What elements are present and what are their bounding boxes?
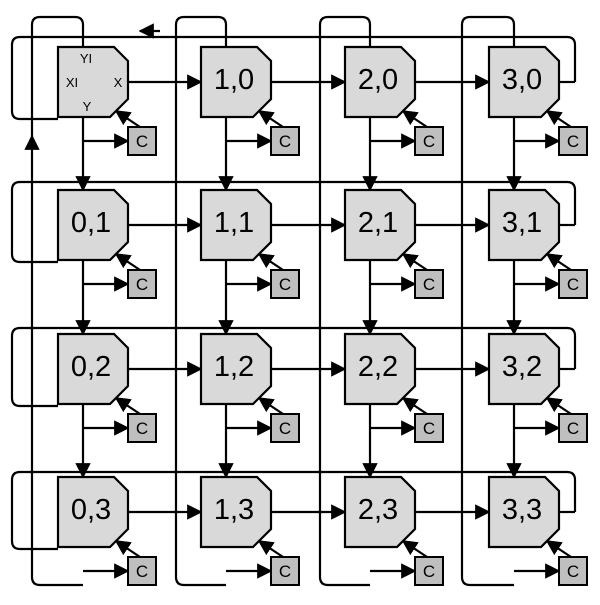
config-box-1-2 <box>270 413 300 443</box>
column-wrap-wire-3 <box>460 15 516 587</box>
c-config-2-2 <box>401 397 428 415</box>
config-box-2-2 <box>414 413 444 443</box>
config-box-3-3 <box>558 556 588 586</box>
port-label-y: Y <box>83 99 92 114</box>
row-wrap-wire-0 <box>10 35 577 121</box>
config-label-3-2: C <box>567 419 579 438</box>
pe-block-0-2 <box>56 332 130 406</box>
pe-label-0-1: 0,1 <box>71 207 111 239</box>
c-config-1-2 <box>257 397 284 415</box>
config-box-0-1 <box>127 269 157 299</box>
c-config-2-0 <box>401 110 428 128</box>
column-wrap-wire-2 <box>318 15 372 587</box>
config-label-1-0: C <box>279 132 291 151</box>
config-box-2-1 <box>414 269 444 299</box>
pe-block-1-0 <box>199 45 273 119</box>
row-wrap-wire-3 <box>10 470 577 551</box>
config-box-3-1 <box>558 269 588 299</box>
pe-label-3-3: 3,3 <box>502 494 542 526</box>
c-config-3-0 <box>545 110 572 128</box>
config-box-1-1 <box>270 269 300 299</box>
config-label-2-3: C <box>423 562 435 581</box>
pe-label-0-2: 0,2 <box>71 351 111 383</box>
pe-block-0-3 <box>56 475 130 549</box>
c-config-2-3 <box>401 540 428 558</box>
pe-label-1-2: 1,2 <box>214 351 254 383</box>
config-box-3-2 <box>558 413 588 443</box>
pe-label-2-1: 2,1 <box>358 207 398 239</box>
config-box-0-3 <box>127 556 157 586</box>
port-label-yi: YI <box>80 51 92 66</box>
c-config-0-2 <box>114 397 141 415</box>
row-wrap-wire-2 <box>10 326 577 408</box>
config-label-1-2: C <box>279 419 291 438</box>
c-config-3-2 <box>545 397 572 415</box>
pe-label-3-1: 3,1 <box>502 207 542 239</box>
c-config-3-1 <box>545 253 572 271</box>
config-label-2-0: C <box>423 132 435 151</box>
config-label-0-1: C <box>136 275 148 294</box>
config-label-3-0: C <box>567 132 579 151</box>
pe-block-2-3 <box>343 475 417 549</box>
config-box-3-0 <box>558 126 588 156</box>
port-label-xi: XI <box>66 75 78 90</box>
config-box-2-0 <box>414 126 444 156</box>
pe-block-1-2 <box>199 332 273 406</box>
column-wrap-wire-0 <box>30 15 85 587</box>
column-wrap-wire-1 <box>174 15 228 587</box>
pe-block-3-0 <box>487 45 561 119</box>
config-label-0-2: C <box>136 419 148 438</box>
config-label-3-3: C <box>567 562 579 581</box>
config-label-0-3: C <box>136 562 148 581</box>
port-label-x: X <box>114 75 123 90</box>
pe-block-1-1 <box>199 188 273 262</box>
config-box-2-3 <box>414 556 444 586</box>
c-config-1-0 <box>257 110 284 128</box>
pe-block-3-2 <box>487 332 561 406</box>
pe-label-2-0: 2,0 <box>358 64 398 96</box>
pe-label-1-1: 1,1 <box>214 207 254 239</box>
pe-block-0-1 <box>56 188 130 262</box>
pe-label-1-3: 1,3 <box>214 494 254 526</box>
config-box-1-0 <box>270 126 300 156</box>
config-label-0-0: C <box>136 132 148 151</box>
pe-block-3-3 <box>487 475 561 549</box>
pe-label-3-0: 3,0 <box>502 64 542 96</box>
c-config-0-1 <box>114 253 141 271</box>
config-box-0-2 <box>127 413 157 443</box>
config-label-1-1: C <box>279 275 291 294</box>
pe-block-1-3 <box>199 475 273 549</box>
config-label-3-1: C <box>567 275 579 294</box>
pe-block-2-2 <box>343 332 417 406</box>
pe-label-2-3: 2,3 <box>358 494 398 526</box>
row-wrap-wire-1 <box>10 180 577 264</box>
c-config-1-1 <box>257 253 284 271</box>
c-config-0-0 <box>114 110 141 128</box>
pe-label-1-0: 1,0 <box>214 64 254 96</box>
pe-block-2-1 <box>343 188 417 262</box>
pe-block-2-0 <box>343 45 417 119</box>
config-box-1-3 <box>270 556 300 586</box>
wire-layer <box>10 15 577 587</box>
pe-label-0-3: 0,3 <box>71 494 111 526</box>
pe-block-0-0 <box>56 45 130 119</box>
pe-label-3-2: 3,2 <box>502 351 542 383</box>
config-label-2-2: C <box>423 419 435 438</box>
c-config-1-3 <box>257 540 284 558</box>
config-box-0-0 <box>127 126 157 156</box>
pe-block-3-1 <box>487 188 561 262</box>
config-label-2-1: C <box>423 275 435 294</box>
c-config-3-3 <box>545 540 572 558</box>
config-label-1-3: C <box>279 562 291 581</box>
c-config-2-1 <box>401 253 428 271</box>
c-config-0-3 <box>114 540 141 558</box>
pe-label-2-2: 2,2 <box>358 351 398 383</box>
